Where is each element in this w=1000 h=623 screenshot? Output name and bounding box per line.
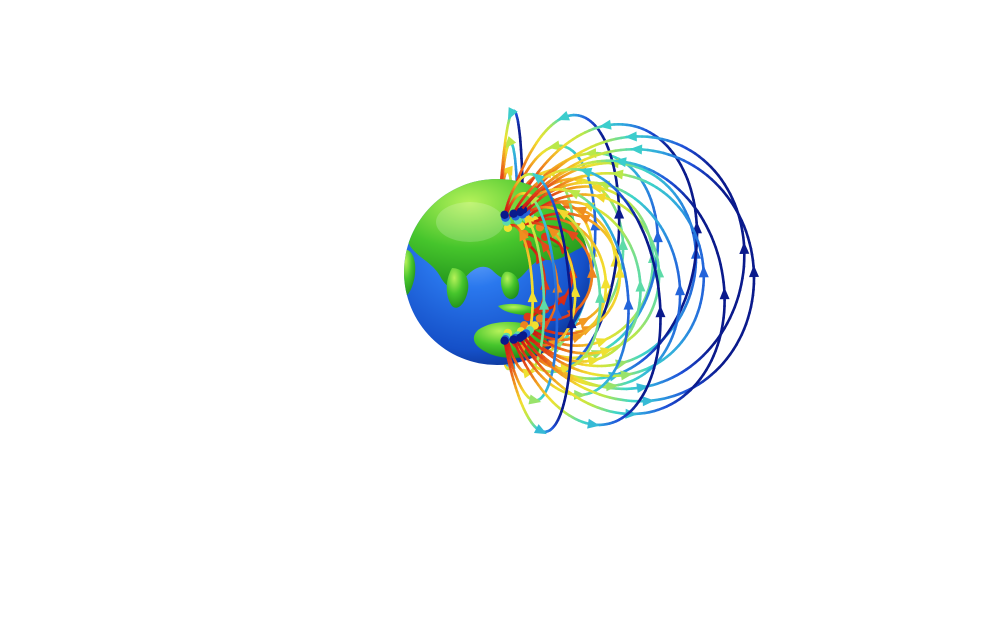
triangle-arrow-icon (589, 183, 603, 194)
triangle-arrow-icon (551, 306, 562, 319)
triangle-arrow-icon (595, 338, 609, 348)
triangle-arrow-icon (625, 408, 638, 419)
triangle-arrow-icon (614, 206, 625, 219)
triangle-arrow-icon (620, 370, 633, 381)
triangle-arrow-icon (599, 347, 613, 357)
triangle-arrow-icon (600, 276, 611, 289)
field-line-endpoint-dot (523, 312, 532, 322)
triangle-arrow-icon (556, 293, 569, 306)
field-lines-front (500, 144, 760, 435)
field-line-endpoint-dot (500, 336, 509, 345)
triangle-arrow-icon (614, 157, 627, 168)
continent-india (446, 268, 469, 308)
field-line-endpoint-dot (515, 333, 525, 342)
triangle-arrow-icon (565, 230, 579, 242)
triangle-arrow-icon (500, 165, 513, 176)
triangle-arrow-icon (675, 283, 686, 296)
triangle-arrow-icon (614, 265, 625, 278)
field-line-endpoint-dot (509, 335, 518, 344)
triangle-arrow-icon (655, 305, 666, 318)
triangle-arrow-icon (532, 302, 544, 316)
triangle-arrow-icon (574, 206, 588, 217)
globe-highlight (436, 202, 504, 242)
triangle-arrow-icon (570, 333, 584, 344)
triangle-arrow-icon (577, 214, 591, 225)
triangle-arrow-icon (539, 297, 550, 310)
triangle-arrow-icon (556, 111, 570, 121)
triangle-arrow-icon (749, 265, 760, 278)
triangle-arrow-icon (527, 290, 538, 303)
triangle-arrow-icon (568, 221, 581, 232)
triangle-arrow-icon (610, 169, 624, 180)
triangle-arrow-icon (587, 356, 601, 367)
triangle-arrow-icon (595, 290, 606, 303)
triangle-arrow-icon (566, 316, 577, 329)
triangle-arrow-icon (652, 230, 663, 243)
triangle-arrow-icon (507, 107, 518, 121)
triangle-arrow-icon (533, 424, 547, 435)
triangle-arrow-icon (605, 381, 619, 392)
triangle-arrow-icon (598, 119, 612, 130)
triangle-arrow-icon (570, 284, 581, 297)
field-line (509, 167, 666, 429)
triangle-arrow-icon (577, 317, 591, 328)
field-line-endpoint-dot (500, 210, 509, 219)
triangle-arrow-icon (532, 172, 545, 185)
triangle-arrow-icon (635, 279, 646, 292)
continent-southeast-asia (500, 271, 520, 300)
triangle-arrow-icon (636, 383, 649, 394)
triangle-arrow-icon (624, 131, 637, 142)
triangle-arrow-icon (548, 340, 562, 350)
triangle-arrow-icon (567, 189, 581, 200)
triangle-arrow-icon (538, 319, 552, 331)
field-line (500, 172, 577, 435)
triangle-arrow-icon (623, 297, 634, 310)
field-line-endpoint-dot (515, 207, 525, 217)
triangle-arrow-icon (698, 265, 709, 278)
triangle-arrow-icon (642, 396, 655, 407)
field-line-endpoint-dot (509, 209, 518, 218)
triangle-arrow-icon (630, 144, 643, 155)
triangle-arrow-icon (587, 265, 598, 278)
triangle-arrow-icon (540, 240, 552, 253)
triangle-arrow-icon (519, 228, 529, 242)
triangle-arrow-icon (547, 226, 560, 239)
field-line (515, 157, 730, 419)
triangle-arrow-icon (556, 208, 570, 220)
triangle-arrow-icon (504, 136, 517, 149)
triangle-arrow-icon (547, 140, 561, 151)
triangle-arrow-icon (739, 241, 750, 255)
triangle-arrow-icon (618, 238, 629, 251)
field-line-endpoint-dot (535, 314, 545, 323)
triangle-arrow-icon (579, 167, 593, 178)
triangle-arrow-icon (719, 287, 730, 300)
triangle-arrow-icon (528, 394, 542, 405)
triangle-arrow-icon (587, 418, 600, 429)
triangle-arrow-icon (593, 193, 607, 203)
